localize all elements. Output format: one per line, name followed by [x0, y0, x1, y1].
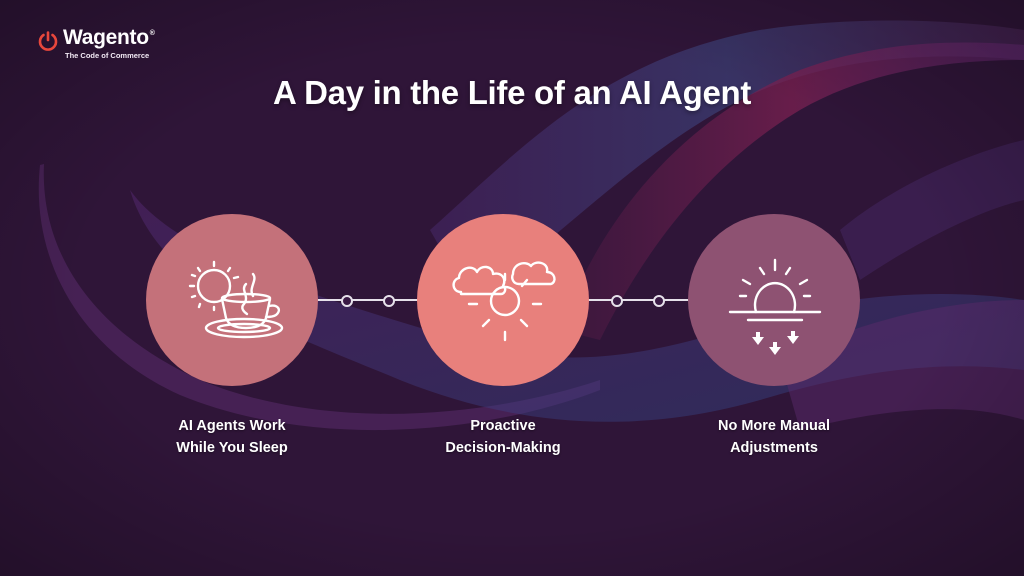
- brand-name: Wagento®: [63, 26, 155, 49]
- sun-clouds-icon: [452, 261, 556, 342]
- connector-line-2: [587, 299, 691, 301]
- step-circle-3: [688, 214, 860, 386]
- connector-node: [341, 295, 353, 307]
- sun-coffee-cup-icon: [188, 260, 284, 339]
- connector-node: [383, 295, 395, 307]
- brand-tagline: The Code of Commerce: [65, 51, 150, 60]
- step-label-2: Proactive Decision-Making: [445, 418, 561, 456]
- connector-node: [611, 295, 623, 307]
- step-circle-1: [146, 214, 318, 386]
- step-label-1: AI Agents Work While You Sleep: [176, 418, 288, 456]
- power-icon: [38, 31, 58, 51]
- connector-line-1: [316, 299, 420, 301]
- step-label-3: No More Manual Adjustments: [718, 418, 830, 456]
- connector-node: [653, 295, 665, 307]
- page-title: A Day in the Life of an AI Agent: [272, 74, 752, 111]
- step-circle-2: [417, 214, 589, 386]
- sunset-icon: [728, 258, 822, 355]
